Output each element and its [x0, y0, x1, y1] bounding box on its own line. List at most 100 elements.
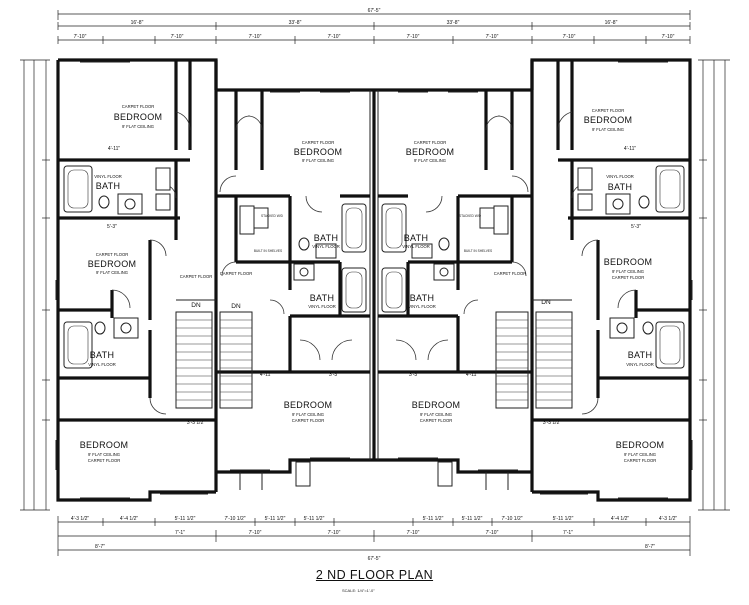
unit-d-bath-lower-name: BATH	[628, 350, 653, 360]
plan-title: 2 ND FLOOR PLAN	[315, 568, 434, 582]
unit-b-bed-top-name: BEDROOM	[294, 147, 343, 157]
unit-a-bath-lower-note: VINYL FLOOR	[88, 362, 116, 367]
unit-a-bed-bottom-note-2: CARPET FLOOR	[88, 458, 121, 463]
unit-b-bed-bottom-note-1: 9' FLAT CEILING	[292, 412, 324, 417]
dim-bottom-1: 4'-3 1/2"	[71, 516, 90, 522]
plan-scale: SCALE: 1/4"=1'-0"	[342, 588, 375, 593]
dim-top-1: 7'-10"	[74, 34, 87, 40]
unit-a-bed-mid-name: BEDROOM	[88, 259, 137, 269]
dim-bottom-6: 5'-11 1/2"	[304, 516, 325, 522]
unit-c-bath-1-note: VINYL FLOOR	[402, 244, 430, 249]
unit-a-bath-lower-name: BATH	[90, 350, 115, 360]
unit-c-bath-2-note: VINYL FLOOR	[408, 304, 436, 309]
unit-d-bath-lower-note: VINYL FLOOR	[626, 362, 654, 367]
unit-d-bed-bottom-note-2: CARPET FLOOR	[624, 458, 657, 463]
unit-d-interior	[532, 60, 693, 499]
unit-d-bed-mid-name: BEDROOM	[604, 257, 653, 267]
unit-c-bed-top-note-1: CARPET FLOOR	[414, 140, 447, 145]
unit-c-bath-1-name: BATH	[404, 233, 429, 243]
room-labels: CARPET FLOOR BEDROOM 9' FLAT CEILING VIN…	[80, 104, 665, 463]
dim-int-4: 4'-11"	[260, 372, 273, 378]
dim-int-10: 4'-11"	[624, 146, 637, 152]
dim-unit-c: 33'-8"	[447, 20, 460, 26]
unit-c-bed-bottom-note-1: 9' FLAT CEILING	[420, 412, 452, 417]
dim-top-6: 7'-10"	[486, 34, 499, 40]
side-dimension-strings	[20, 59, 730, 511]
dim-top-3: 7'-10"	[249, 34, 262, 40]
interior-dimensions: 4'-11" 5'-3" 3'-3 1/2" 4'-11" 3'-3" 3'-3…	[107, 146, 641, 426]
dim-bottom-3: 5'-11 1/2"	[175, 516, 196, 522]
dim-bottom-11: 4'-4 1/2"	[611, 516, 630, 522]
dim-bottom-4: 7'-10 1/2"	[224, 516, 245, 522]
unit-d-bath-upper-note: VINYL FLOOR	[606, 174, 634, 179]
dim-top-2: 7'-10"	[171, 34, 184, 40]
unit-a-bed-top-name: BEDROOM	[114, 112, 163, 122]
dim-unit-b: 33'-8"	[289, 20, 302, 26]
dim-int-2: 5'-3"	[107, 224, 117, 230]
dim-bottom-8: 5'-11 1/2"	[462, 516, 483, 522]
dim-int-1: 4'-11"	[108, 146, 121, 152]
unit-c-interior	[378, 90, 532, 490]
dim-bottom-total: 67'-5"	[368, 556, 381, 562]
unit-c-hall-carpet: CARPET FLOOR	[494, 271, 527, 276]
dim-unit-d: 16'-8"	[605, 20, 618, 26]
dim-bottom-mid-4: 7'-10"	[407, 530, 420, 536]
unit-a-bed-top-note-2: 9' FLAT CEILING	[122, 124, 154, 129]
unit-c-bed-top-note-2: 9' FLAT CEILING	[414, 158, 446, 163]
unit-a-bed-top-note-1: CARPET FLOOR	[122, 104, 155, 109]
unit-b-stacked-wd: STACKED W/D	[261, 214, 284, 218]
dim-bottom-mid-3: 7'-10"	[328, 530, 341, 536]
unit-a-bath-upper-note: VINYL FLOOR	[94, 174, 122, 179]
unit-a-interior	[55, 60, 216, 499]
unit-a-bed-mid-note-2: 9' FLAT CEILING	[96, 270, 128, 275]
unit-b-bed-bottom-name: BEDROOM	[284, 400, 333, 410]
unit-b-hall-carpet: CARPET FLOOR	[220, 271, 253, 276]
dim-int-5: 3'-3"	[329, 372, 339, 378]
top-dimension-strings: 67'-5" 16'-8" 33'-8" 33'-8" 16'-8" 7'-10…	[57, 8, 691, 44]
dim-total-top: 67'-5"	[368, 8, 381, 14]
unit-d-bed-bottom-name: BEDROOM	[616, 440, 665, 450]
unit-a-bath-upper-name: BATH	[96, 181, 121, 191]
bottom-dimension-strings: 4'-3 1/2" 4'-4 1/2" 5'-11 1/2" 7'-10 1/2…	[57, 516, 691, 562]
unit-c-bed-top-name: BEDROOM	[406, 147, 455, 157]
unit-c-built-ins: BUILT IN SHELVES	[464, 249, 492, 253]
unit-d-bed-bottom-note-1: 9' FLAT CEILING	[624, 452, 656, 457]
unit-d-bed-mid-note-1: 9' FLAT CEILING	[612, 269, 644, 274]
dim-int-8: 3'-3 1/2"	[543, 420, 562, 426]
unit-b-bath-1-name: BATH	[314, 233, 339, 243]
unit-a-stair-dn: DN	[191, 302, 201, 309]
dim-int-9: 5'-3"	[631, 224, 641, 230]
unit-d-bath-upper-name: BATH	[608, 182, 633, 192]
unit-c-bath-2-name: BATH	[410, 293, 435, 303]
unit-b-bath-2-note: VINYL FLOOR	[308, 304, 336, 309]
dim-bottom-10: 5'-11 1/2"	[553, 516, 574, 522]
unit-b-bath-2-name: BATH	[310, 293, 335, 303]
unit-d-bed-mid-note-2: CARPET FLOOR	[612, 275, 645, 280]
dim-bottom-9: 7'-10 1/2"	[501, 516, 522, 522]
unit-a-bed-mid-note-1: CARPET FLOOR	[96, 252, 129, 257]
dim-int-6: 3'-3"	[409, 372, 419, 378]
unit-c-bed-bottom-name: BEDROOM	[412, 400, 461, 410]
unit-b-interior	[216, 90, 370, 490]
dim-bottom-7: 5'-11 1/2"	[423, 516, 444, 522]
dim-bottom-mid-2: 7'-10"	[249, 530, 262, 536]
dim-top-8: 7'-10"	[662, 34, 675, 40]
unit-b-bed-top-note-2: 9' FLAT CEILING	[302, 158, 334, 163]
unit-a-bed-bottom-note-1: 9' FLAT CEILING	[88, 452, 120, 457]
dim-top-4: 7'-10"	[328, 34, 341, 40]
unit-a-hall-carpet: CARPET FLOOR	[180, 274, 213, 279]
dim-bottom-right: 8'-7"	[645, 544, 655, 550]
dim-bottom-left: 8'-7"	[95, 544, 105, 550]
dim-top-5: 7'-10"	[407, 34, 420, 40]
dim-bottom-mid-1: 7'-1"	[175, 530, 185, 536]
unit-b-bath-1-note: VINYL FLOOR	[312, 244, 340, 249]
unit-c-stair-dn: DN	[541, 299, 551, 306]
dim-bottom-5: 5'-11 1/2"	[265, 516, 286, 522]
unit-a-bed-bottom-name: BEDROOM	[80, 440, 129, 450]
dim-unit-a: 16'-8"	[131, 20, 144, 26]
dim-top-7: 7'-10"	[563, 34, 576, 40]
dim-bottom-2: 4'-4 1/2"	[120, 516, 139, 522]
dim-int-7: 4'-11"	[466, 372, 479, 378]
unit-c-stacked-wd: STACKED W/D	[459, 214, 482, 218]
